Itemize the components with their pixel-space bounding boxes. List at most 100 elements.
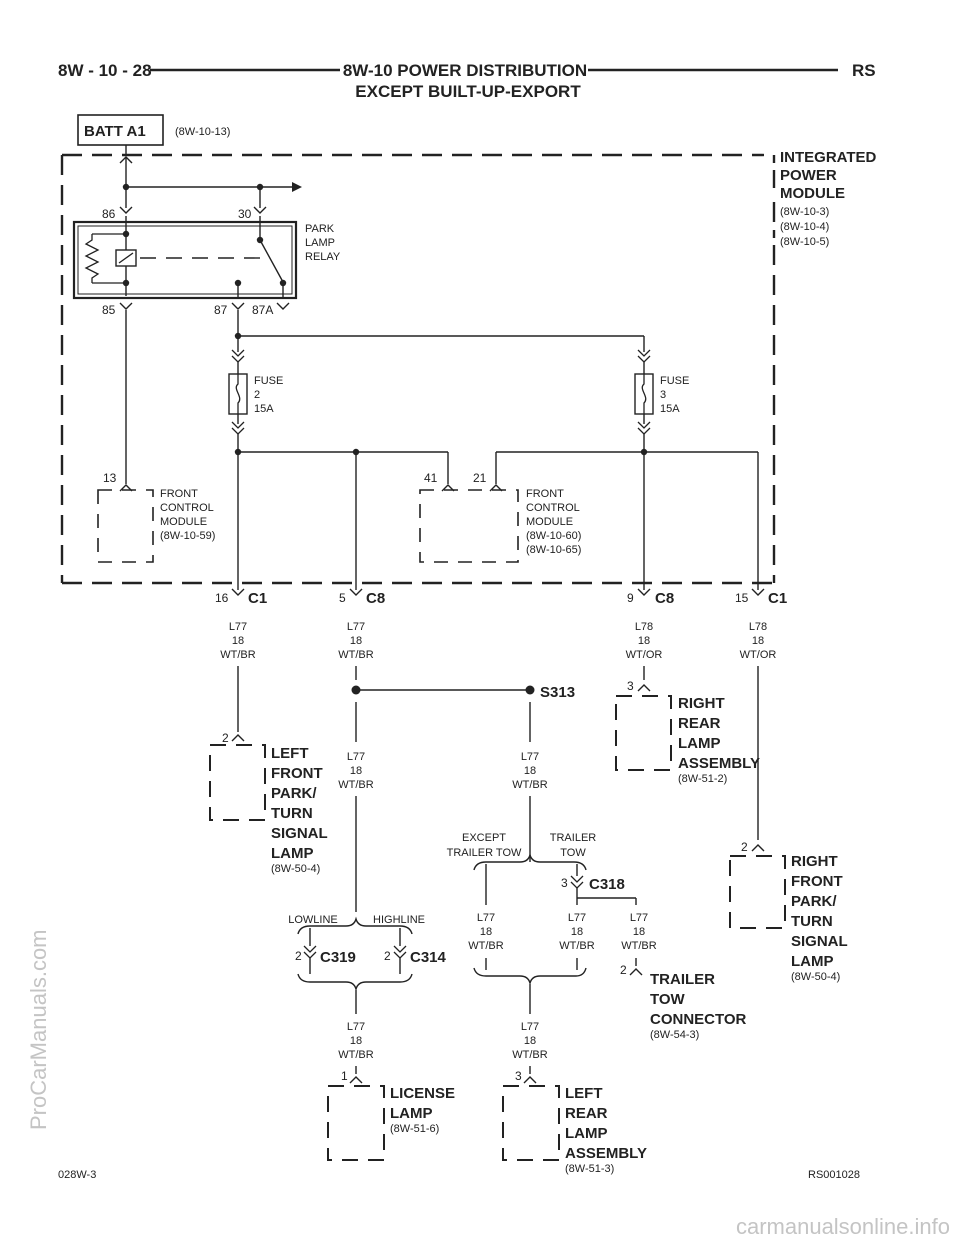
svg-text:FUSE: FUSE — [660, 375, 689, 387]
svg-text:LAMP: LAMP — [678, 735, 721, 752]
svg-text:3: 3 — [627, 679, 634, 693]
svg-text:L77: L77 — [229, 621, 247, 633]
svg-text:PARK: PARK — [305, 223, 335, 235]
svg-text:FRONT: FRONT — [526, 488, 564, 500]
connector-c319: C319 — [320, 949, 356, 966]
svg-text:WT/BR: WT/BR — [512, 779, 547, 791]
svg-text:18: 18 — [480, 926, 492, 938]
svg-text:LAMP: LAMP — [791, 953, 834, 970]
svg-text:18: 18 — [524, 765, 536, 777]
svg-text:21: 21 — [473, 471, 487, 485]
battery-label-box — [77, 114, 164, 146]
svg-text:C8: C8 — [655, 590, 674, 607]
svg-text:L77: L77 — [568, 912, 586, 924]
page-subtitle: EXCEPT BUILT-UP-EXPORT — [355, 82, 581, 101]
svg-text:18: 18 — [232, 635, 244, 647]
svg-text:TOW: TOW — [650, 991, 686, 1008]
wire-label-10: L77 18 WT/BR — [338, 1021, 373, 1061]
svg-text:(8W-50-4): (8W-50-4) — [271, 863, 320, 875]
svg-text:C8: C8 — [366, 590, 385, 607]
fuse-2: FUSE 2 15A — [228, 349, 283, 435]
svg-text:L77: L77 — [521, 1021, 539, 1033]
svg-text:5: 5 — [339, 591, 346, 605]
footer-figure-id: 028W-3 — [58, 1169, 96, 1181]
fuse-3: FUSE 3 15A — [634, 349, 689, 435]
feed-arrow-icon — [292, 182, 302, 192]
svg-text:30: 30 — [238, 207, 252, 221]
svg-text:CONTROL: CONTROL — [160, 502, 214, 514]
svg-text:(8W-51-3): (8W-51-3) — [565, 1163, 614, 1175]
svg-text:WT/OR: WT/OR — [740, 649, 777, 661]
svg-text:18: 18 — [752, 635, 764, 647]
svg-text:WT/BR: WT/BR — [559, 940, 594, 952]
svg-text:85: 85 — [102, 303, 116, 317]
wire-label-8: L77 18 WT/BR — [559, 912, 594, 952]
svg-text:WT/BR: WT/BR — [621, 940, 656, 952]
svg-text:L77: L77 — [347, 751, 365, 763]
splice-s313: S313 — [540, 684, 575, 701]
park-lamp-relay: 86 30 PARK LAMP RELAY — [72, 207, 341, 300]
wire-label-2: L77 18 WT/BR — [338, 621, 373, 661]
connector-c8-9: 9 C8 — [627, 590, 674, 607]
model-code: RS — [852, 61, 876, 80]
svg-text:LEFT: LEFT — [271, 745, 309, 762]
svg-text:C1: C1 — [768, 590, 787, 607]
svg-text:18: 18 — [350, 765, 362, 777]
svg-text:TURN: TURN — [791, 913, 833, 930]
connector-c1-15: 15 C1 — [735, 590, 787, 607]
svg-text:2: 2 — [620, 963, 627, 977]
svg-text:WT/BR: WT/BR — [220, 649, 255, 661]
svg-text:2: 2 — [222, 731, 229, 745]
connector-c8-5: 5 C8 — [339, 590, 385, 607]
wire-label-1: L77 18 WT/BR — [220, 621, 255, 661]
svg-text:LEFT: LEFT — [565, 1085, 603, 1102]
wire-label-3: L78 18 WT/OR — [626, 621, 663, 661]
relay-switch-icon — [259, 239, 284, 283]
left-rear-lamp-assembly: LEFT REAR LAMP ASSEMBLY (8W-51-3) — [502, 1085, 647, 1175]
svg-text:SIGNAL: SIGNAL — [791, 933, 848, 950]
connector-c318: C318 — [589, 876, 625, 893]
svg-text:POWER: POWER — [780, 167, 837, 184]
svg-text:LAMP: LAMP — [305, 237, 335, 249]
svg-text:FRONT: FRONT — [160, 488, 198, 500]
page-number: 8W - 10 - 28 — [58, 61, 152, 80]
svg-text:RELAY: RELAY — [305, 251, 341, 263]
svg-text:(8W-10-4): (8W-10-4) — [780, 221, 829, 233]
svg-text:13: 13 — [103, 471, 117, 485]
svg-text:WT/BR: WT/BR — [338, 779, 373, 791]
svg-text:15A: 15A — [254, 403, 274, 415]
svg-text:L78: L78 — [635, 621, 653, 633]
svg-text:CONNECTOR: CONNECTOR — [650, 1011, 747, 1028]
svg-text:L77: L77 — [477, 912, 495, 924]
svg-text:LAMP: LAMP — [565, 1125, 608, 1142]
svg-text:18: 18 — [524, 1035, 536, 1047]
svg-text:LAMP: LAMP — [390, 1105, 433, 1122]
svg-text:RIGHT: RIGHT — [791, 853, 838, 870]
svg-text:15: 15 — [735, 591, 749, 605]
svg-text:(8W-51-6): (8W-51-6) — [390, 1123, 439, 1135]
svg-text:18: 18 — [350, 1035, 362, 1047]
svg-text:ASSEMBLY: ASSEMBLY — [678, 755, 760, 772]
svg-text:TURN: TURN — [271, 805, 313, 822]
front-control-module-right: FRONT CONTROL MODULE (8W-10-60) (8W-10-6… — [419, 488, 581, 563]
wire-label-11: L77 18 WT/BR — [512, 1021, 547, 1061]
svg-text:(8W-50-4): (8W-50-4) — [791, 971, 840, 983]
svg-text:3: 3 — [561, 876, 568, 890]
svg-text:LAMP: LAMP — [271, 845, 314, 862]
svg-text:FRONT: FRONT — [791, 873, 843, 890]
svg-text:18: 18 — [633, 926, 645, 938]
svg-text:TRAILER: TRAILER — [550, 832, 597, 844]
wire-label-5: L77 18 WT/BR — [338, 751, 373, 791]
wire-label-4: L78 18 WT/OR — [740, 621, 777, 661]
svg-text:TRAILER: TRAILER — [650, 971, 715, 988]
svg-text:WT/BR: WT/BR — [338, 1049, 373, 1061]
left-front-park-turn-lamp: LEFT FRONT PARK/ TURN SIGNAL LAMP (8W-50… — [209, 744, 328, 875]
svg-text:FRONT: FRONT — [271, 765, 323, 782]
side-watermark: ProCarManuals.com — [26, 929, 51, 1130]
svg-text:9: 9 — [627, 591, 634, 605]
svg-text:87: 87 — [214, 303, 228, 317]
svg-text:L78: L78 — [749, 621, 767, 633]
svg-text:L77: L77 — [521, 751, 539, 763]
svg-text:FUSE: FUSE — [254, 375, 283, 387]
